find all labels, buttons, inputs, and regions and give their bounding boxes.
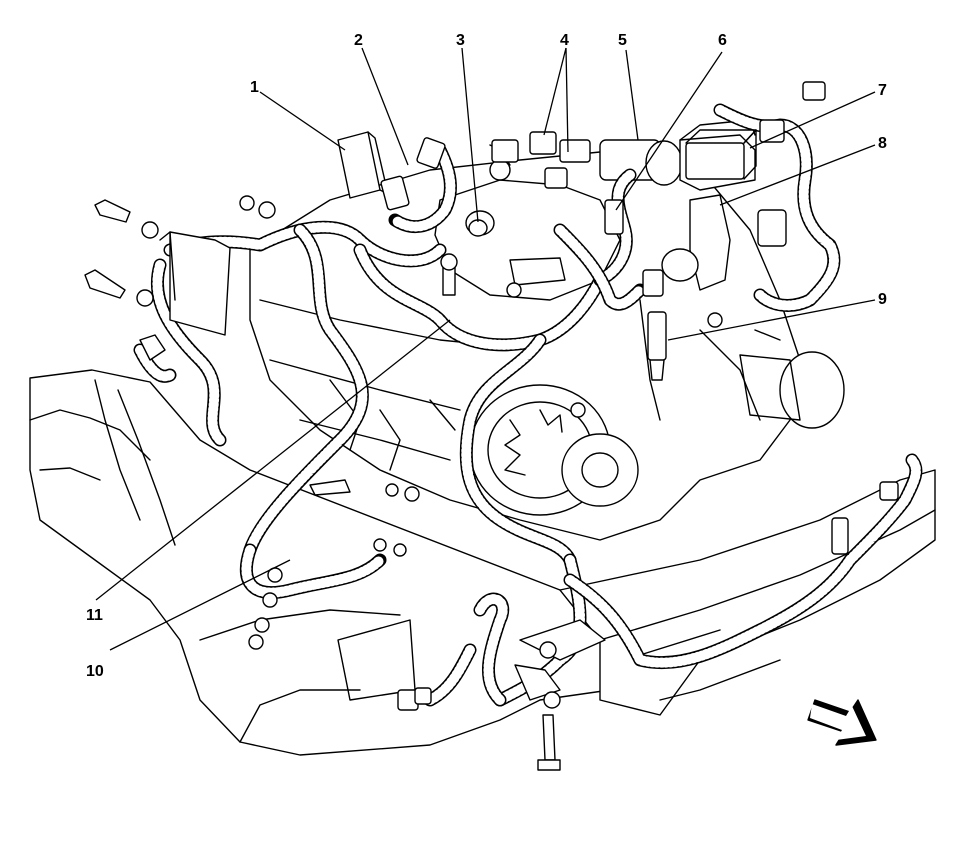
callout-8: 8: [878, 135, 887, 152]
callout-11: 11: [86, 607, 103, 624]
callout-labels: 1 2 3 4 5 6 7 8 9 10 11: [86, 32, 887, 680]
callout-6: 6: [718, 32, 727, 49]
control-module: [337, 131, 381, 199]
callout-7: 7: [878, 82, 887, 99]
callout-4: 4: [560, 32, 569, 49]
callout-3: 3: [456, 32, 465, 49]
front-direction-arrow-icon: [807, 699, 877, 746]
wiring-harness: [133, 103, 923, 707]
crank-pulley: [739, 329, 845, 429]
callout-1: 1: [250, 79, 259, 96]
callout-9: 9: [878, 291, 887, 308]
callout-5: 5: [618, 32, 627, 49]
leader-lines: [95, 47, 876, 651]
callout-2: 2: [354, 32, 363, 49]
callout-10: 10: [86, 663, 104, 680]
alternator: [469, 384, 639, 516]
